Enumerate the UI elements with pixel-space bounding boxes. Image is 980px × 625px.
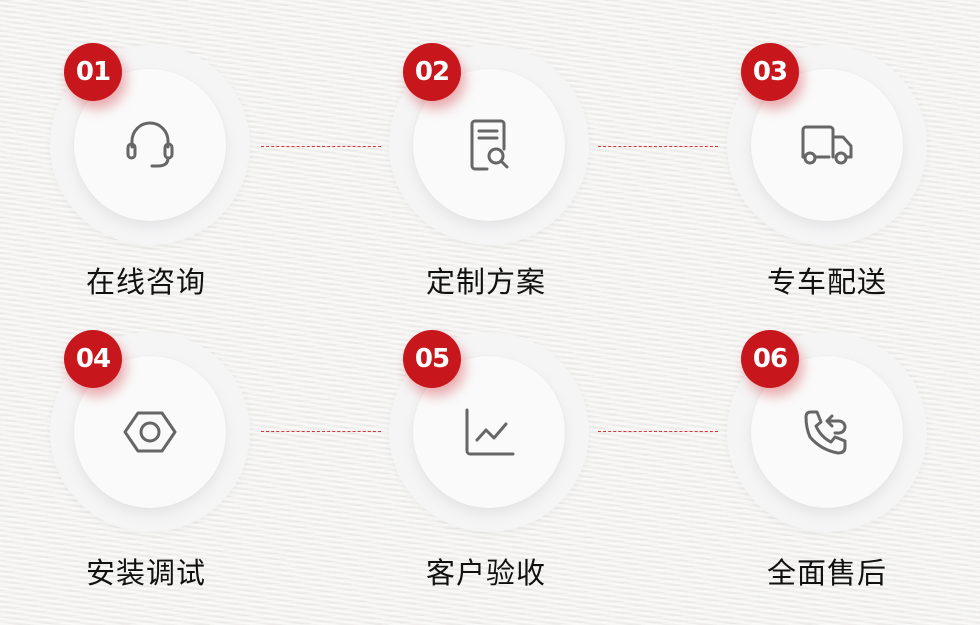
step-number-badge: 01 [64, 43, 122, 101]
line-chart-icon [465, 408, 515, 456]
step-label: 客户验收 [425, 556, 546, 590]
step-06: 06 [727, 330, 927, 532]
phone-callback-icon [804, 410, 847, 455]
document-search-icon [470, 119, 509, 171]
step-05: 05 [389, 330, 589, 532]
hex-nut-icon [123, 411, 177, 453]
step-number-badge: 03 [741, 43, 799, 101]
step-label: 安装调试 [85, 556, 206, 590]
step-04: 04 [50, 330, 250, 532]
step-number-badge: 02 [403, 43, 461, 101]
step-02: 02 [389, 43, 589, 245]
step-03: 03 [727, 43, 927, 245]
dashed-connector [261, 431, 381, 432]
truck-icon [801, 125, 853, 165]
step-number-badge: 05 [403, 330, 461, 388]
headset-icon [126, 121, 174, 168]
step-label: 在线咨询 [85, 265, 206, 299]
step-label: 专车配送 [766, 265, 887, 299]
step-label: 全面售后 [766, 556, 887, 590]
dashed-connector [598, 431, 718, 432]
step-number-badge: 04 [64, 330, 122, 388]
dashed-connector [598, 146, 718, 147]
step-01: 01 [50, 43, 250, 245]
step-number-badge: 06 [741, 330, 799, 388]
step-label: 定制方案 [425, 265, 546, 299]
dashed-connector [261, 146, 381, 147]
